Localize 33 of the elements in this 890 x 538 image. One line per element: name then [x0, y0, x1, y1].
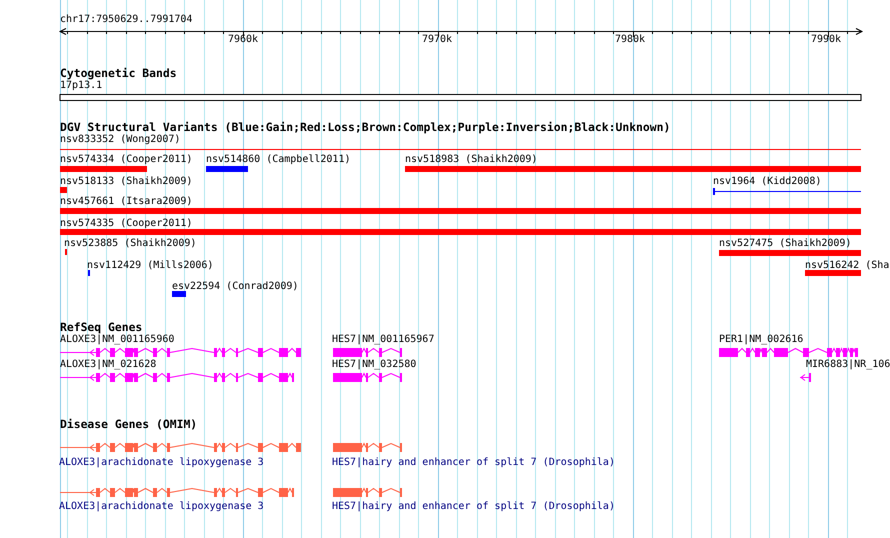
tick-label: 7990k	[810, 34, 842, 46]
feature-label: nsv516242 (Sha	[805, 260, 890, 272]
track-title: RefSeq Genes	[60, 321, 142, 333]
tick-label: 7980k	[614, 34, 646, 46]
feature-label: nsv457661 (Itsara2009)	[60, 196, 192, 208]
gene-label: HES7|hairy and enhancer of split 7 (Drosophila)	[332, 457, 615, 469]
feature-label: nsv833352 (Wong2007)	[60, 134, 180, 146]
track-title: Cytogenetic Bands	[60, 67, 177, 79]
feature-label: nsv574335 (Cooper2011)	[60, 218, 192, 230]
tick-label: 7960k	[228, 34, 258, 46]
feature-label: nsv574334 (Cooper2011)	[60, 154, 192, 166]
track-title: DGV Structural Variants (Blue:Gain;Red:Loss;Brown:Complex;Purple:Inversion;Black:Unknown)	[60, 121, 670, 133]
gene-label: HES7|hairy and enhancer of split 7 (Drosophila)	[332, 501, 615, 513]
feature-label: nsv527475 (Shaikh2009)	[719, 238, 852, 250]
gene-label: ALOXE3|NM_021628	[60, 359, 156, 371]
gene-label: HES7|NM_032580	[332, 359, 416, 371]
feature-label: nsv112429 (Mills2006)	[87, 260, 214, 272]
band-label: 17p13.1	[60, 80, 102, 92]
tick-label: 7970k	[422, 34, 452, 46]
gene-label: MIR6883|NR_106	[806, 359, 890, 371]
coordinate-label: chr17:7950629..7991704	[60, 14, 192, 26]
feature-label: nsv514860 (Campbell2011)	[206, 154, 350, 166]
feature-label: nsv523885 (Shaikh2009)	[64, 238, 196, 250]
feature-label: nsv518133 (Shaikh2009)	[60, 176, 192, 188]
gene-label: HES7|NM_001165967	[332, 334, 434, 346]
gene-label: ALOXE3|arachidonate lipoxygenase 3	[59, 457, 264, 469]
feature-label: esv22594 (Conrad2009)	[172, 281, 298, 293]
feature-label: nsv518983 (Shaikh2009)	[405, 154, 538, 166]
gene-label: ALOXE3|NM_001165960	[60, 334, 174, 346]
gene-label: PER1|NM_002616	[719, 334, 804, 346]
track-title: Disease Genes (OMIM)	[60, 418, 198, 430]
gene-label: ALOXE3|arachidonate lipoxygenase 3	[59, 501, 264, 513]
feature-label: nsv1964 (Kidd2008)	[713, 176, 822, 188]
